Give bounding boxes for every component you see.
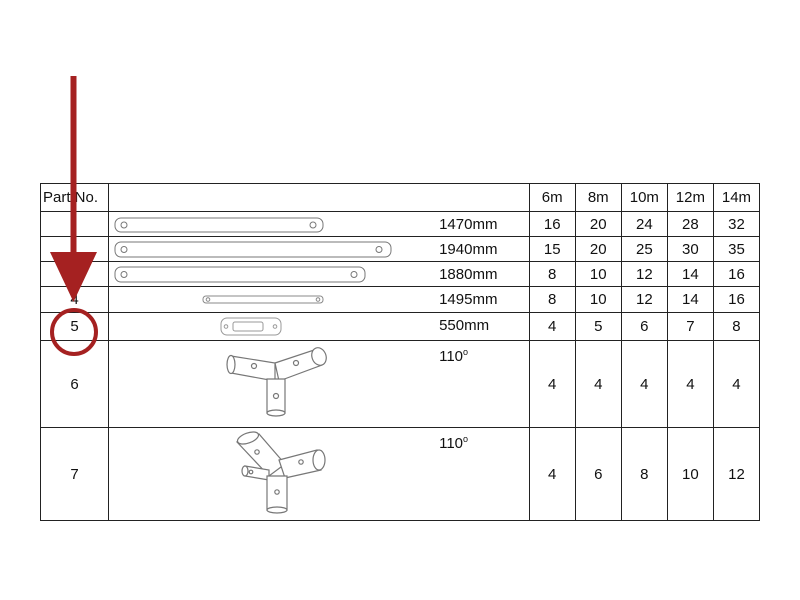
qty-cell: 30 xyxy=(666,236,714,262)
qty-cell: 10 xyxy=(666,427,714,521)
qty-cell: 8 xyxy=(528,286,576,313)
part-number: 5 xyxy=(39,312,110,341)
three-way-connector-icon xyxy=(236,431,326,514)
qty-cell: 12 xyxy=(620,261,668,287)
part-image-cell: 550mm xyxy=(108,312,530,341)
part-image-cell: 1495mm xyxy=(108,286,530,313)
image-header xyxy=(108,183,530,212)
size-header: 10m xyxy=(620,183,668,212)
qty-cell: 14 xyxy=(666,261,714,287)
qty-cell: 20 xyxy=(574,211,622,237)
pole-550-icon xyxy=(220,317,282,336)
qty-cell: 4 xyxy=(666,340,714,428)
parts-table: Part No. 6m 8m 10m 12m 14m 1 1470mm 16 2… xyxy=(39,183,761,521)
qty-cell: 12 xyxy=(712,427,761,521)
length-label: 1940mm xyxy=(439,241,498,258)
qty-cell: 15 xyxy=(528,236,576,262)
qty-cell: 14 xyxy=(666,286,714,313)
size-header: 12m xyxy=(666,183,714,212)
length-label: 1880mm xyxy=(439,266,498,283)
part-number: 3 xyxy=(39,261,110,287)
qty-cell: 7 xyxy=(666,312,714,341)
qty-cell: 4 xyxy=(712,340,761,428)
length-label: 550mm xyxy=(439,317,490,334)
y-connector-icon xyxy=(226,347,327,417)
pole-1495-icon xyxy=(202,295,324,304)
part-number: 2 xyxy=(39,236,110,262)
qty-cell: 8 xyxy=(528,261,576,287)
part-image-cell: 110o xyxy=(108,340,530,428)
table-row: 5 550mm 4 5 6 7 8 xyxy=(39,312,761,341)
table-row: 1 1470mm 16 20 24 28 32 xyxy=(39,211,761,237)
header-row: Part No. 6m 8m 10m 12m 14m xyxy=(39,183,761,212)
pole-1940-icon xyxy=(114,241,392,258)
qty-cell: 4 xyxy=(574,340,622,428)
part-image-cell: 110o xyxy=(108,427,530,521)
table-row: 4 1495mm 8 10 12 14 16 xyxy=(39,286,761,313)
table-row: 6 110o 4 4 4 4 4 xyxy=(39,340,761,428)
pole-1880-icon xyxy=(114,266,366,283)
qty-cell: 10 xyxy=(574,261,622,287)
qty-cell: 8 xyxy=(620,427,668,521)
part-number: 6 xyxy=(39,340,110,428)
qty-cell: 4 xyxy=(528,312,576,341)
size-header: 8m xyxy=(574,183,622,212)
part-image-cell: 1880mm xyxy=(108,261,530,287)
qty-cell: 8 xyxy=(712,312,761,341)
qty-cell: 4 xyxy=(620,340,668,428)
table-row: 7 110o 4 6 xyxy=(39,427,761,521)
qty-cell: 28 xyxy=(666,211,714,237)
length-label: 1495mm xyxy=(439,291,498,308)
qty-cell: 35 xyxy=(712,236,761,262)
angle-label: 110o xyxy=(439,434,469,452)
qty-cell: 25 xyxy=(620,236,668,262)
qty-cell: 6 xyxy=(574,427,622,521)
angle-label: 110o xyxy=(439,347,469,365)
part-image-cell: 1470mm xyxy=(108,211,530,237)
pole-1470-icon xyxy=(114,217,324,233)
qty-cell: 16 xyxy=(712,261,761,287)
table-row: 3 1880mm 8 10 12 14 16 xyxy=(39,261,761,287)
part-no-header: Part No. xyxy=(39,183,110,212)
qty-cell: 10 xyxy=(574,286,622,313)
qty-cell: 4 xyxy=(528,340,576,428)
length-label: 1470mm xyxy=(439,216,498,233)
qty-cell: 20 xyxy=(574,236,622,262)
qty-cell: 16 xyxy=(712,286,761,313)
qty-cell: 12 xyxy=(620,286,668,313)
qty-cell: 5 xyxy=(574,312,622,341)
qty-cell: 32 xyxy=(712,211,761,237)
part-number: 4 xyxy=(39,286,110,313)
qty-cell: 24 xyxy=(620,211,668,237)
qty-cell: 16 xyxy=(528,211,576,237)
size-header: 6m xyxy=(528,183,576,212)
table-row: 2 1940mm 15 20 25 30 35 xyxy=(39,236,761,262)
qty-cell: 4 xyxy=(528,427,576,521)
part-number: 7 xyxy=(39,427,110,521)
qty-cell: 6 xyxy=(620,312,668,341)
size-header: 14m xyxy=(712,183,761,212)
part-number: 1 xyxy=(39,211,110,237)
part-image-cell: 1940mm xyxy=(108,236,530,262)
